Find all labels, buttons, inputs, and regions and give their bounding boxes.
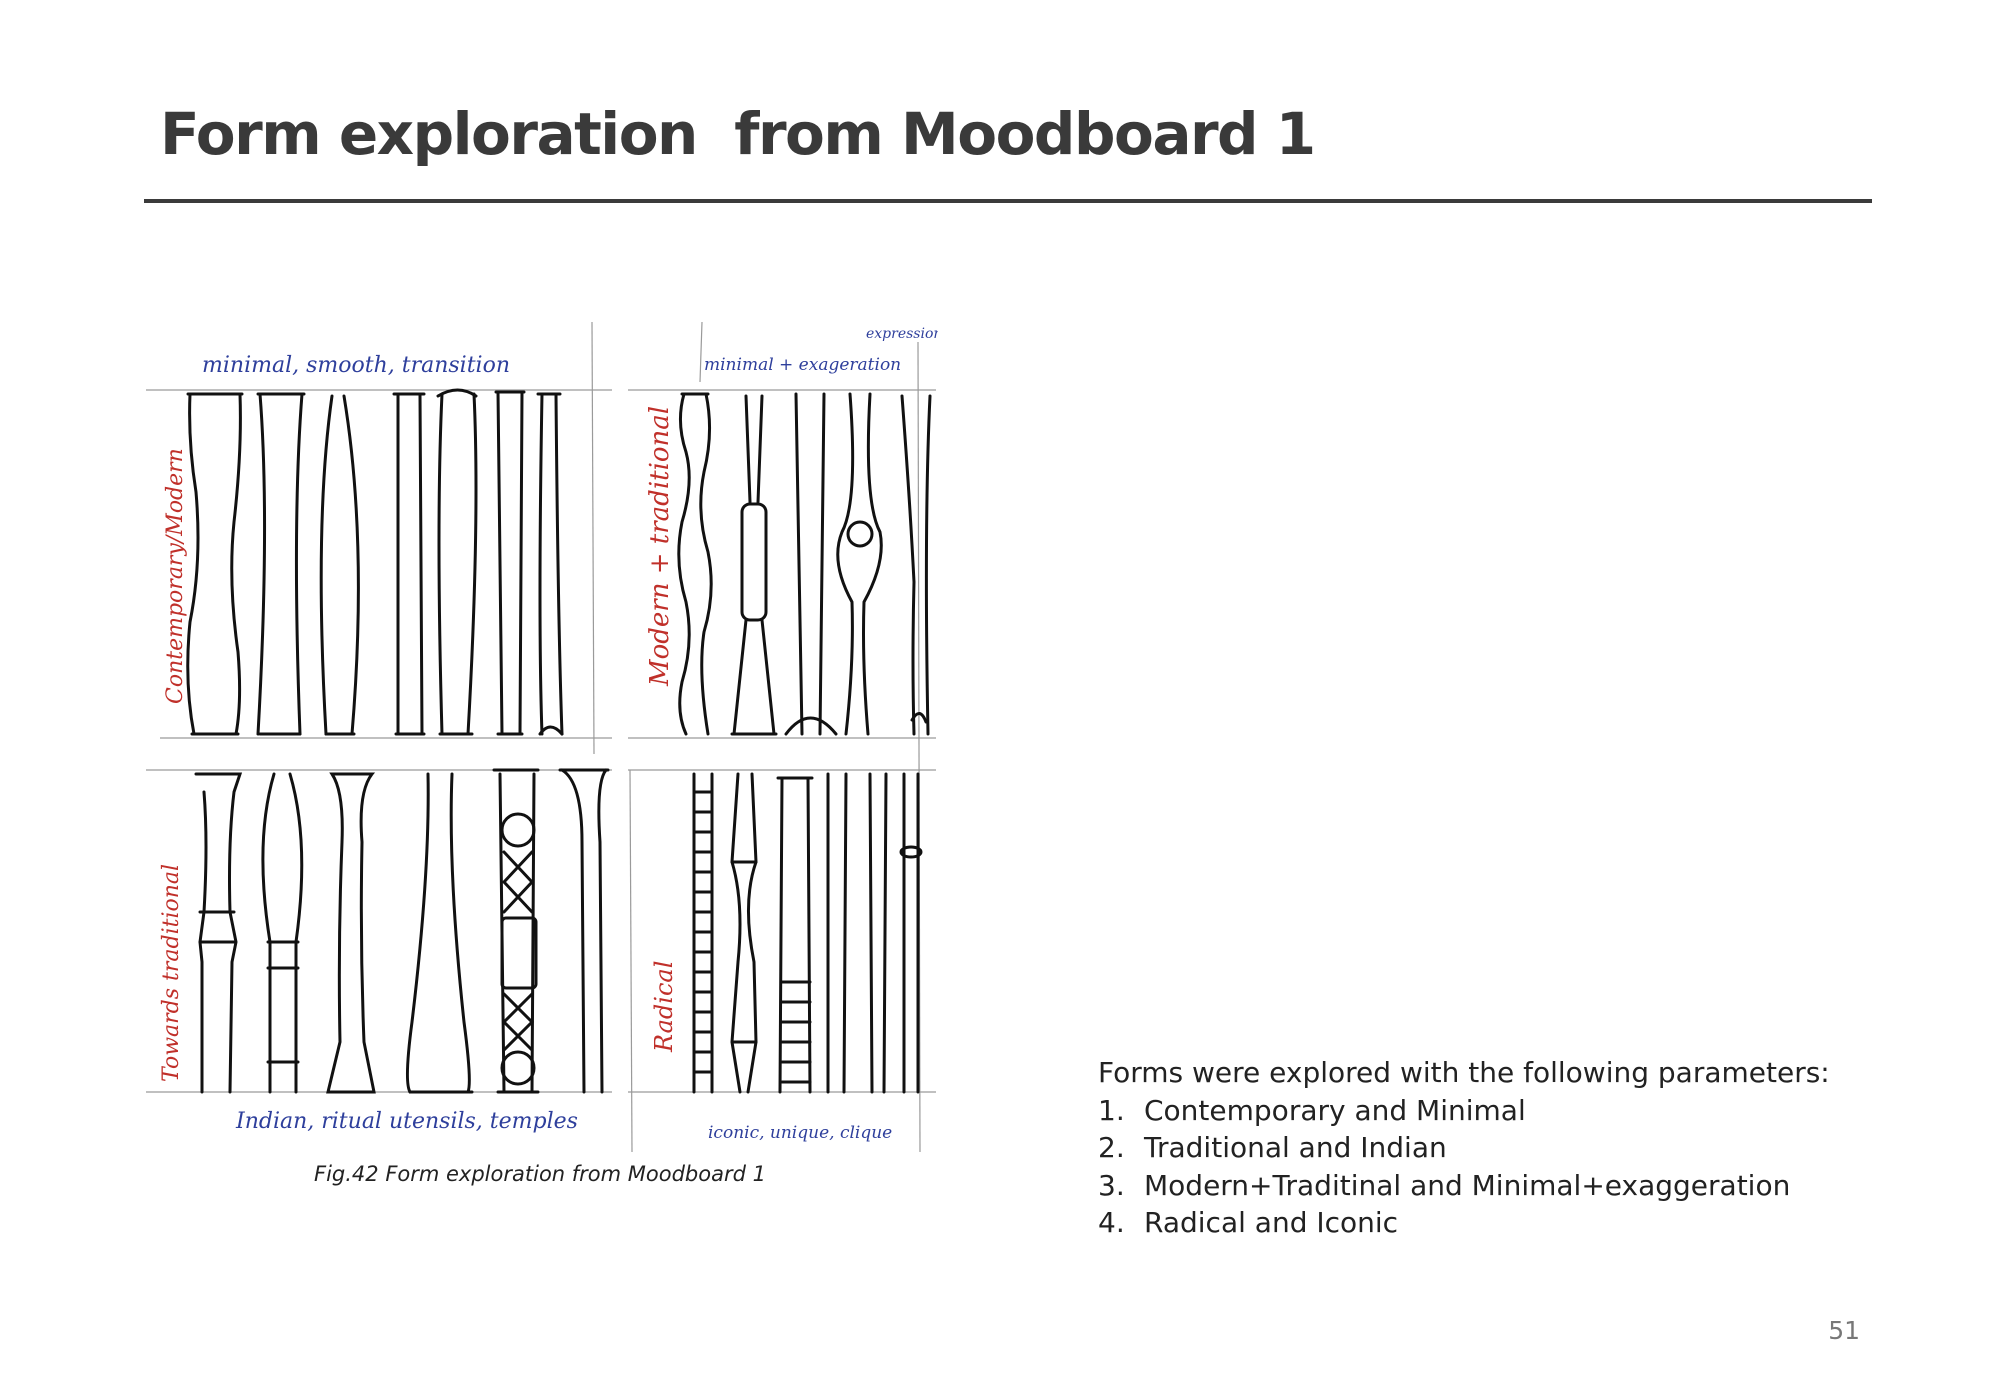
title-divider — [144, 199, 1872, 203]
parameters-notes: Forms were explored with the following p… — [1098, 1054, 1878, 1242]
sketch-drawing: minimal, smooth, transition minimal + ex… — [142, 321, 942, 1154]
label-radical: Radical — [650, 961, 678, 1053]
label-expression: expression — [866, 326, 938, 342]
list-item: 2. Traditional and Indian — [1098, 1129, 1878, 1167]
list-item-text: Contemporary and Minimal — [1144, 1093, 1526, 1127]
sketch-forms-contemporary — [186, 388, 564, 736]
sketch-forms-radical — [692, 772, 923, 1094]
list-item-text: Radical and Iconic — [1144, 1206, 1399, 1239]
label-modern-traditional: Modern + traditional — [645, 406, 675, 687]
page-number: 51 — [1828, 1316, 1860, 1345]
list-item-number: 1. — [1098, 1093, 1125, 1127]
list-item-text: Traditional and Indian — [1144, 1131, 1447, 1164]
sketch-forms-modern-traditional — [677, 392, 932, 736]
figure-caption: Fig.42 Form exploration from Moodboard 1 — [314, 1162, 766, 1186]
parameters-list: 1. Contemporary and Minimal 2. Traditional… — [1098, 1092, 1878, 1242]
list-item-text: Modern+Traditinal and Minimal+exaggerati… — [1144, 1168, 1791, 1202]
list-item-number: 3. — [1098, 1168, 1125, 1202]
list-item: 4. Radical and Iconic — [1098, 1204, 1878, 1242]
label-towards-traditional: Towards traditional — [159, 864, 184, 1082]
list-item: 1. Contemporary and Minimal — [1098, 1092, 1878, 1130]
page-title: Form exploration from Moodboard 1 — [160, 100, 1316, 168]
label-iconic-unique: iconic, unique, clique — [708, 1123, 892, 1143]
label-minimal-smooth: minimal, smooth, transition — [202, 353, 510, 378]
sketch-figure: minimal, smooth, transition minimal + ex… — [142, 321, 942, 1154]
list-item: 3. Modern+Traditinal and Minimal+exaggera… — [1098, 1167, 1878, 1205]
label-minimal-exaggeration: minimal + exageration — [704, 355, 901, 375]
sketch-forms-traditional — [194, 768, 610, 1094]
label-contemporary-modern: Contemporary/Modern — [163, 448, 188, 704]
list-item-number: 2. — [1098, 1131, 1125, 1164]
notes-intro: Forms were explored with the following p… — [1098, 1056, 1830, 1089]
list-item-number: 4. — [1098, 1206, 1125, 1239]
grid-lines — [146, 321, 936, 1153]
label-indian-ritual: Indian, ritual utensils, temples — [235, 1109, 578, 1134]
